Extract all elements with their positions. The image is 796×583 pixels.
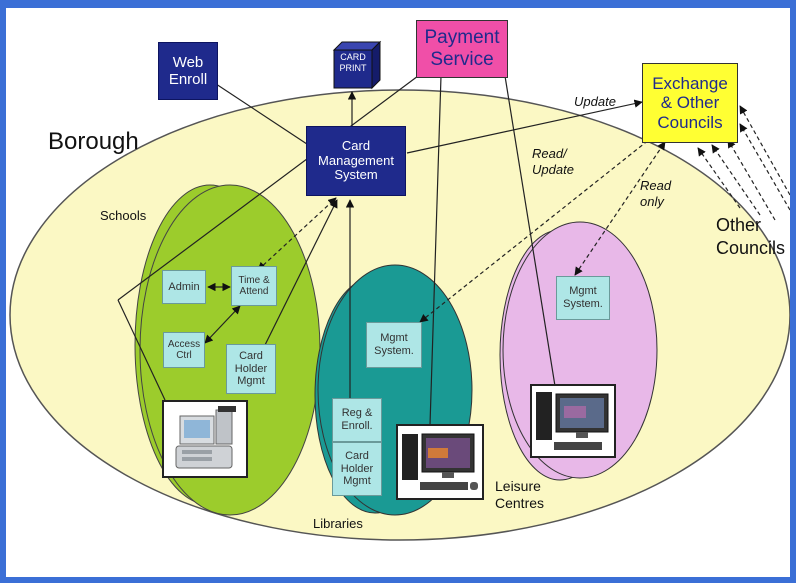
pos-terminal-icon — [175, 406, 236, 469]
update-label: Update — [574, 94, 616, 109]
frame-top — [0, 0, 796, 8]
web-enroll-box: Web Enroll — [158, 42, 218, 100]
admin-box: Admin — [162, 270, 206, 304]
dash-other-3 — [727, 139, 776, 221]
mgmt-system-leisure-box: Mgmt System. — [556, 276, 610, 320]
line-access-time — [204, 305, 241, 344]
reg-enroll-box: Reg & Enroll. — [332, 398, 382, 442]
line-webenroll-cms — [209, 79, 317, 151]
leisure-centres-label: Leisure Centres — [495, 478, 545, 511]
time-attend-box: Time & Attend — [231, 266, 277, 306]
frame-left — [0, 0, 6, 583]
mgmt-system-libraries-box: Mgmt System. — [366, 322, 422, 368]
read-update-label: Read/ Update — [532, 146, 574, 178]
pos-terminal-image — [162, 400, 248, 478]
dash-other-5 — [697, 147, 741, 209]
dash-leisure-exchange — [574, 141, 666, 276]
frame-bottom — [0, 577, 796, 583]
libraries-label: Libraries — [313, 516, 363, 531]
leisure-computer-image — [530, 384, 616, 458]
read-only-label: Read only — [640, 178, 672, 210]
dash-other-1 — [739, 105, 791, 196]
libraries-computer-image — [396, 424, 484, 500]
card-management-system-box: Card Management System — [306, 126, 406, 196]
access-ctrl-box: Access Ctrl — [163, 332, 205, 368]
exchange-councils-box: Exchange & Other Councils — [642, 63, 738, 143]
card-print-label: CARD PRINT — [339, 52, 367, 73]
dash-other-2 — [739, 123, 791, 211]
desktop-computer-icon — [536, 392, 609, 450]
dash-libraries-exchange — [419, 134, 656, 323]
desktop-computer-icon — [402, 433, 478, 490]
payment-service-box: Payment Service — [416, 20, 508, 78]
frame-right — [790, 0, 796, 583]
line-payment-schools — [117, 75, 419, 301]
line-schools-pos — [117, 299, 166, 401]
card-print-box — [332, 40, 382, 90]
borough-label: Borough — [48, 128, 139, 155]
card-holder-mgmt-schools-box: Card Holder Mgmt — [226, 344, 276, 394]
card-holder-mgmt-libraries-box: Card Holder Mgmt — [332, 442, 382, 496]
schools-label: Schools — [100, 208, 147, 223]
dash-time-cms — [257, 197, 337, 271]
dash-other-4 — [711, 144, 761, 216]
other-councils-label: Other Councils — [716, 215, 786, 258]
